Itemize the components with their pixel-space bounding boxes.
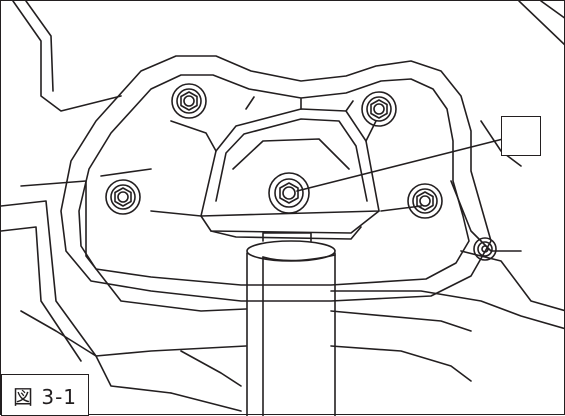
shock-absorber [246, 232, 336, 416]
bolt-top-right [361, 91, 397, 127]
bolt-right [407, 183, 443, 219]
figure-label-text: 図 3-1 [12, 384, 78, 409]
figure-label: 図 3-1 [1, 374, 89, 416]
mount-bracket-inner [78, 74, 470, 286]
center-plate [200, 108, 380, 217]
bolt-left [105, 179, 141, 215]
small-bolt-lower-right [473, 237, 497, 261]
callout-box [501, 116, 541, 156]
center-nut [268, 172, 310, 214]
mount-bracket-outline [60, 55, 492, 302]
bolt-top-left [171, 83, 207, 119]
callout-leader-line [296, 138, 504, 192]
